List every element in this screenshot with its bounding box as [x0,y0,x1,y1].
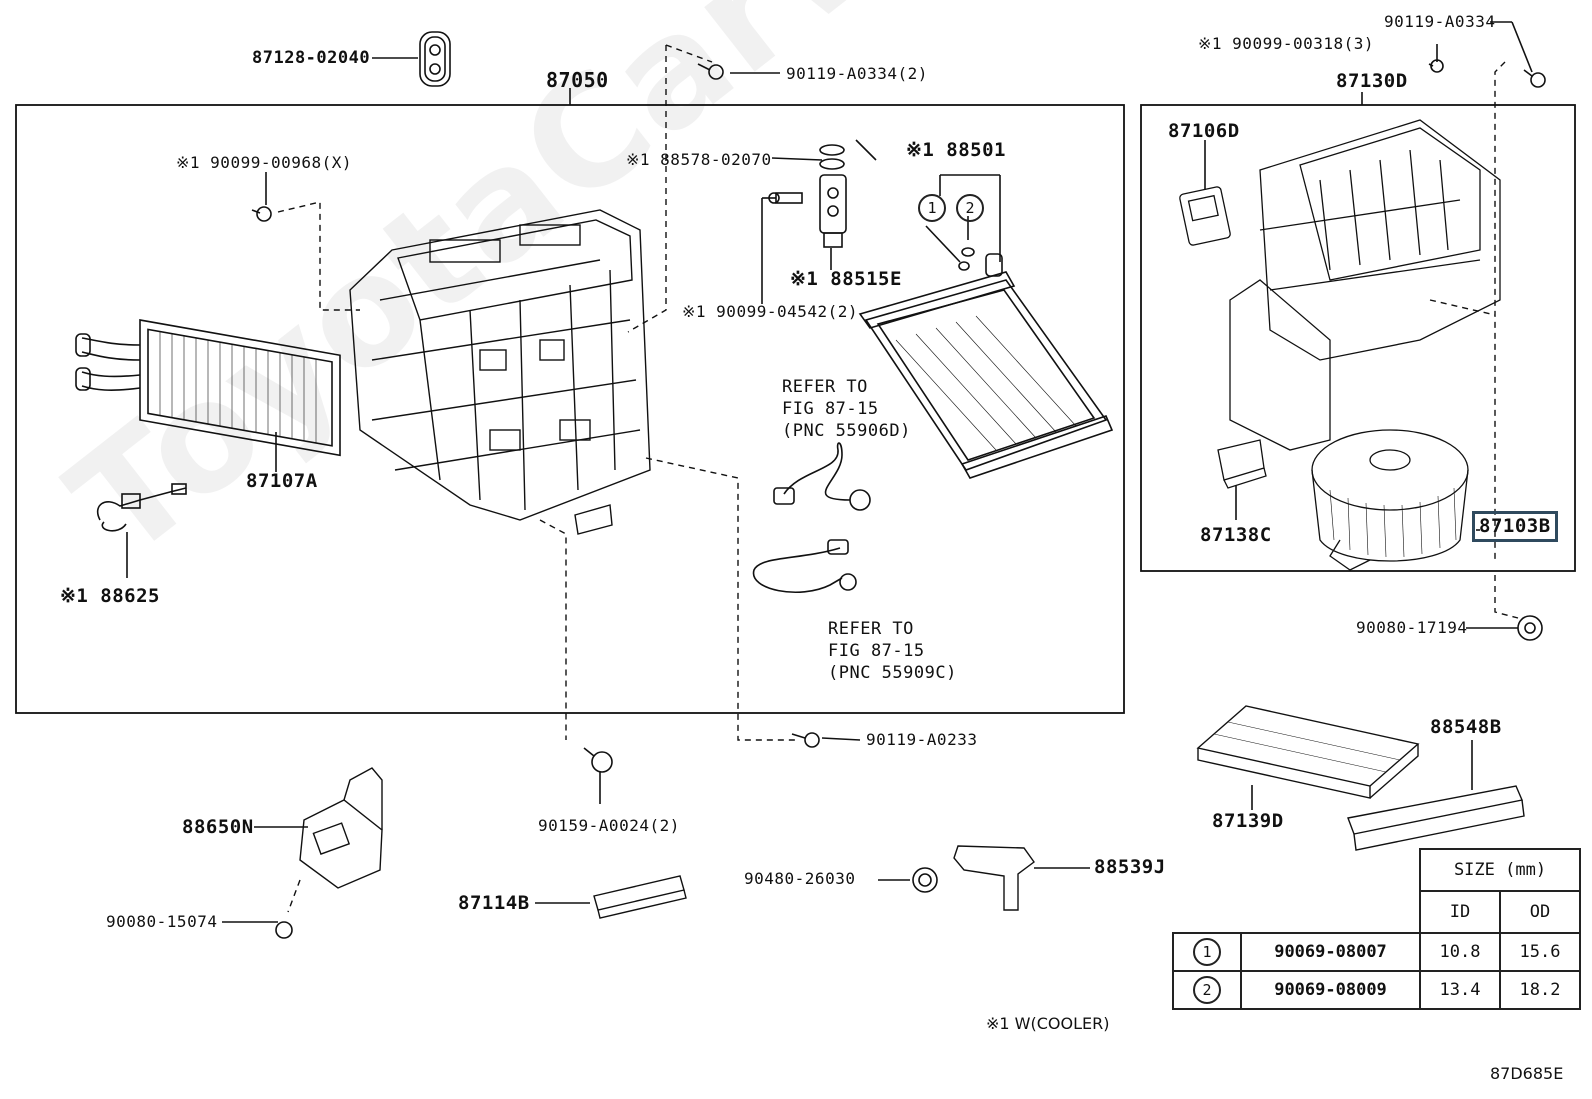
refer-note-55909c: REFER TO FIG 87-15 (PNC 55909C) [828,619,957,683]
size-table-header: SIZE (mm) [1419,848,1581,892]
size-row-part: 90069-08007 [1240,932,1421,972]
label-88501: ※1 88501 [906,139,1006,161]
label-88539j: 88539J [1094,856,1166,878]
size-table-col-id: ID [1419,890,1501,934]
bolt-90119-c [1523,69,1546,88]
evaporator-88501 [858,253,1114,479]
callout-circle-2: 2 [956,194,984,222]
label-87103b-highlighted: 87103B [1472,511,1558,542]
size-row-mark: 1 [1193,938,1221,966]
blower-case-87130 [1229,119,1501,451]
label-90099-00968: ※1 90099-00968(X) [176,153,353,172]
heater-core-87107 [139,319,341,457]
table-row: 2 90069-08009 13.4 18.2 [1172,970,1581,1010]
main-assembly-frame [15,104,1125,714]
label-88578-02070: ※1 88578-02070 [626,150,772,169]
label-90080-17194: 90080-17194 [1356,618,1468,637]
footnote-w-cooler: ※1 W(COOLER) [986,1014,1110,1033]
grommet-87128 [419,31,451,87]
label-90480-26030: 90480-26030 [744,869,856,888]
label-90099-04542: ※1 90099-04542(2) [682,302,859,321]
table-row: 1 90069-08007 10.8 15.6 [1172,932,1581,972]
label-90080-15074: 90080-15074 [106,912,218,931]
grommet-90480 [912,867,938,893]
servo-motor-87106 [1179,186,1231,246]
bolt-90099-4542 [768,192,803,204]
label-90099-00318: ※1 90099-00318(3) [1198,34,1375,53]
label-90159-a0024: 90159-A0024(2) [538,816,680,835]
figure-code: 87D685E [1490,1064,1564,1083]
temp-sensor-wiring-2 [752,539,857,593]
screw-90159 [583,747,613,773]
label-88515e: ※1 88515E [790,268,902,290]
size-row-mark: 2 [1193,976,1221,1004]
filter-cover-88548 [1347,785,1525,851]
resistor-87138 [1217,439,1267,489]
heater-core-pipes [75,333,141,391]
label-88548b: 88548B [1430,716,1502,738]
label-87114b: 87114B [458,892,530,914]
label-87106d: 87106D [1168,120,1240,142]
blower-motor-87103 [1311,429,1469,571]
label-90119-a0334-2: 90119-A0334(2) [786,64,928,83]
label-87139d: 87139D [1212,810,1284,832]
heater-unit-housing-87050 [349,209,651,535]
bolt-90119-b [791,732,820,748]
label-90119-a0233: 90119-A0233 [866,730,978,749]
nut-90080-b [1517,615,1543,641]
oring-88578 [819,144,845,170]
screw-90099-968 [251,206,272,222]
label-87050: 87050 [546,68,609,92]
label-88625: ※1 88625 [60,585,160,607]
size-row-id: 10.8 [1419,932,1501,972]
label-87130d: 87130D [1336,70,1408,92]
label-88650n: 88650N [182,816,254,838]
duct-87114 [593,875,687,919]
label-87128: 87128-02040 [252,48,371,68]
size-table: SIZE (mm) ID OD 1 90069-08007 10.8 15.6 … [1172,848,1581,1010]
label-90119-a0334: 90119-A0334 [1384,12,1496,31]
amplifier-88650 [299,767,383,889]
screw-90099-318 [1428,59,1444,73]
size-row-od: 18.2 [1499,970,1581,1010]
size-row-part: 90069-08009 [1240,970,1421,1010]
blower-assembly-frame [1140,104,1576,572]
size-row-od: 15.6 [1499,932,1581,972]
size-table-col-od: OD [1499,890,1581,934]
expansion-valve-88515 [819,174,847,248]
label-87138c: 87138C [1200,524,1272,546]
wire-harness-88625 [96,483,187,532]
oring-88501 [958,247,975,271]
bolt-90119-a [697,63,724,80]
air-filter-87139 [1196,705,1420,799]
drain-hose-88539 [953,845,1035,911]
temp-sensor-wiring-1 [773,442,871,511]
screw-90080-a [275,921,293,939]
label-87107a: 87107A [246,470,318,492]
callout-circle-1: 1 [918,194,946,222]
refer-note-55906d: REFER TO FIG 87-15 (PNC 55906D) [782,377,911,441]
size-row-id: 13.4 [1419,970,1501,1010]
